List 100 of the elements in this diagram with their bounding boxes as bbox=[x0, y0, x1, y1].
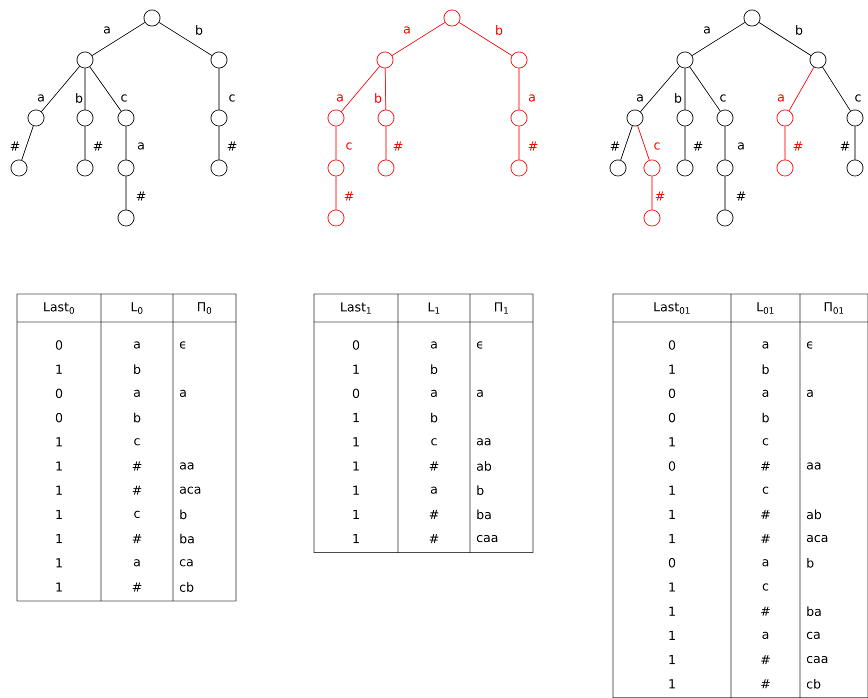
table-cell: # bbox=[132, 534, 142, 544]
tree-edge bbox=[341, 66, 380, 112]
tree-edge bbox=[684, 126, 686, 160]
table-cell: ab bbox=[806, 510, 822, 520]
table-header: L$_{1}$ bbox=[428, 302, 440, 314]
tree-node bbox=[328, 110, 344, 126]
edge-label: b bbox=[196, 25, 202, 35]
edge-label: # bbox=[94, 142, 102, 150]
tree-node bbox=[144, 10, 160, 26]
table-cell: a bbox=[806, 390, 813, 397]
table-cell: 1 bbox=[353, 364, 359, 374]
table-cell: 0 bbox=[352, 340, 360, 350]
table-cell: # bbox=[761, 462, 770, 470]
table-cell: 1 bbox=[669, 437, 675, 446]
table-cell: a bbox=[762, 632, 768, 639]
table-cell: ϵ bbox=[476, 341, 482, 349]
table-cell: aa bbox=[180, 462, 194, 470]
table-cell: c bbox=[134, 510, 140, 518]
table-cell: 0 bbox=[668, 412, 676, 422]
tree-node bbox=[626, 110, 644, 126]
table-cell: caa bbox=[806, 656, 828, 664]
table-cell: c bbox=[762, 486, 768, 494]
tree-node bbox=[846, 160, 864, 176]
table-cell: 1 bbox=[56, 582, 62, 592]
tree-edge bbox=[392, 22, 446, 56]
table-cell: aa bbox=[476, 438, 490, 446]
table-cell: b bbox=[431, 412, 438, 422]
table-cell: b bbox=[134, 364, 140, 374]
table-cell: 1 bbox=[669, 582, 675, 592]
edge-label: # bbox=[344, 192, 354, 200]
edge-label: # bbox=[610, 142, 620, 150]
edge-label: # bbox=[694, 142, 702, 150]
tree-node bbox=[610, 160, 626, 176]
tree-edge bbox=[92, 22, 146, 56]
edge-label: a bbox=[104, 26, 110, 34]
table-cell: ba bbox=[477, 510, 491, 520]
tree-edge bbox=[218, 68, 220, 110]
tree-node bbox=[118, 160, 134, 176]
tree-node bbox=[76, 160, 94, 176]
table-cell: b bbox=[762, 412, 769, 422]
tree-node bbox=[378, 160, 394, 176]
edge-label: a bbox=[704, 26, 710, 34]
table-cell: 1 bbox=[353, 486, 359, 495]
table-cell: a bbox=[134, 341, 140, 349]
table-cell: # bbox=[761, 606, 770, 616]
table-cell: 1 bbox=[353, 437, 359, 446]
tree-edge bbox=[158, 22, 212, 56]
tree-edge bbox=[724, 126, 726, 160]
edge-label: b bbox=[675, 93, 682, 103]
edge-label: b bbox=[76, 93, 82, 103]
edge-label: # bbox=[528, 142, 538, 150]
tree-node bbox=[210, 160, 228, 176]
edge-label: a bbox=[336, 94, 343, 102]
tree-edge bbox=[692, 22, 746, 56]
edge-label: a bbox=[138, 142, 144, 150]
table-cell: 1 bbox=[669, 534, 675, 544]
table-cell: ϵ bbox=[806, 341, 812, 349]
tree-edge bbox=[518, 68, 520, 110]
edge-label: b bbox=[496, 25, 502, 35]
tree-edge bbox=[640, 66, 680, 112]
table-cell: 1 bbox=[353, 413, 359, 422]
table-cell: cb bbox=[180, 582, 194, 592]
table-cell: 1 bbox=[56, 461, 62, 471]
table-cell: # bbox=[761, 510, 770, 519]
edge-label: a bbox=[778, 94, 784, 102]
tree-edge bbox=[89, 66, 122, 112]
tree-node bbox=[510, 52, 528, 68]
table-cell: a bbox=[762, 559, 768, 566]
table-cell: cb bbox=[806, 678, 820, 689]
tree-node bbox=[76, 110, 94, 126]
tree-edge bbox=[384, 68, 386, 110]
tree-edge bbox=[724, 176, 726, 210]
tree-node bbox=[328, 210, 344, 226]
table-cell: a bbox=[762, 341, 768, 349]
edge-label: b bbox=[375, 93, 382, 103]
table-cell: 1 bbox=[353, 534, 359, 544]
edge-label: # bbox=[794, 142, 802, 150]
tree-node bbox=[510, 160, 528, 176]
table-cell: a bbox=[134, 390, 140, 397]
table-cell: aa bbox=[806, 462, 820, 470]
tree-node bbox=[378, 110, 394, 126]
tree-node bbox=[76, 52, 94, 68]
table-cell: 1 bbox=[353, 461, 359, 471]
tree-edge bbox=[84, 68, 86, 110]
table-cell: c bbox=[431, 438, 437, 446]
table-cell: 1 bbox=[56, 558, 62, 568]
tree-node bbox=[210, 52, 228, 68]
table-header: Π$_{01}$ bbox=[824, 302, 844, 314]
table-cell: 1 bbox=[669, 364, 675, 374]
tree-node bbox=[644, 210, 660, 226]
table-cell: # bbox=[761, 534, 770, 544]
table-cell: 0 bbox=[668, 388, 676, 398]
tree-node bbox=[118, 210, 134, 226]
table-cell: 1 bbox=[669, 510, 675, 519]
tree-node bbox=[744, 10, 760, 26]
table-cell: caa bbox=[476, 535, 498, 542]
table-cell: 0 bbox=[668, 340, 676, 350]
tree-node bbox=[776, 160, 794, 176]
table-header: Last$_{01}$ bbox=[654, 302, 690, 314]
table-cell: 0 bbox=[56, 340, 62, 350]
